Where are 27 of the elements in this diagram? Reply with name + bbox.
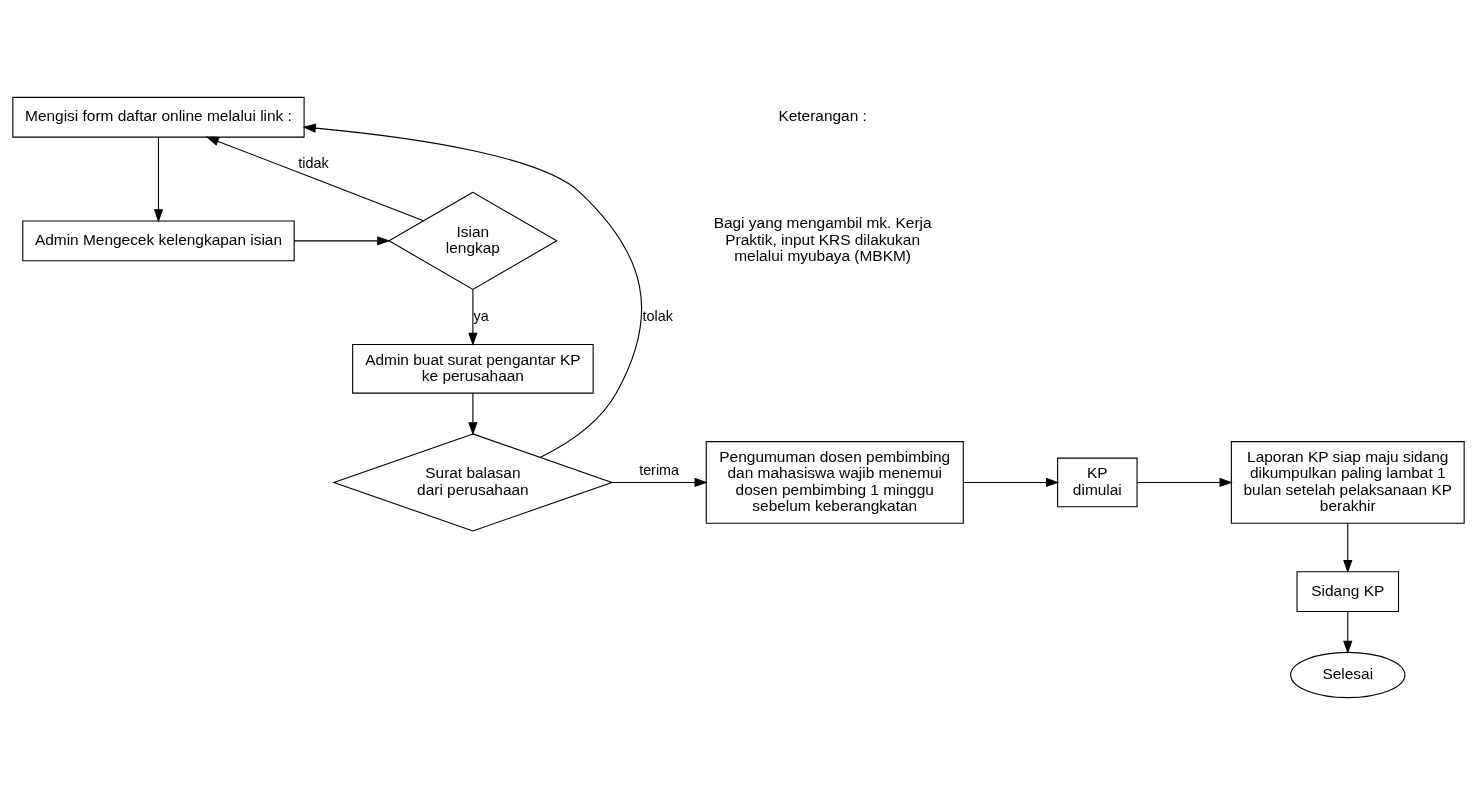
node-box: Pengumuman dosen pembimbing dan mahasiswa wajib menemui dosen pembimbing 1 minggu sebelum keberangkatan: [705, 441, 964, 524]
arrow: [302, 123, 643, 458]
arrow: [1343, 611, 1353, 654]
edge-label: terima: [639, 462, 679, 479]
arrow: [153, 136, 164, 223]
arrow: [468, 393, 478, 436]
node-diamond: Surat balasan dari perusahaan: [332, 433, 614, 532]
arrow: [1136, 477, 1233, 488]
node-box: Laporan KP siap maju sidang dikumpulkan paling lambat 1 bulan setelah pelaksanaan KP berakhir: [1230, 441, 1465, 524]
node-box: Mengisi form daftar online melalui link :: [12, 96, 305, 138]
node-box: Admin buat surat pengantar KP ke perusahaan: [352, 344, 594, 394]
arrow: [611, 477, 708, 488]
edge-label: ya: [473, 307, 489, 324]
edge-label: tolak: [642, 307, 673, 324]
node-diamond: Isian lengkap: [387, 191, 558, 290]
arrow: [293, 236, 391, 246]
edge-label: tidak: [298, 155, 329, 172]
label: Keterangan :: [778, 107, 867, 125]
arrow: [205, 136, 425, 222]
node-box: Admin Mengecek kelengkapan isian: [22, 220, 295, 262]
arrow: [468, 288, 478, 347]
arrow: [1343, 522, 1353, 574]
node-box: Sidang KP: [1296, 571, 1400, 613]
label: Bagi yang mengambil mk. Kerja Praktik, input KRS dilakukan melalui myubaya (MBKM): [713, 214, 932, 265]
arrow: [962, 477, 1060, 488]
node-ellipse: Selesai: [1290, 651, 1406, 699]
node-box: KP dimulai: [1057, 457, 1138, 508]
